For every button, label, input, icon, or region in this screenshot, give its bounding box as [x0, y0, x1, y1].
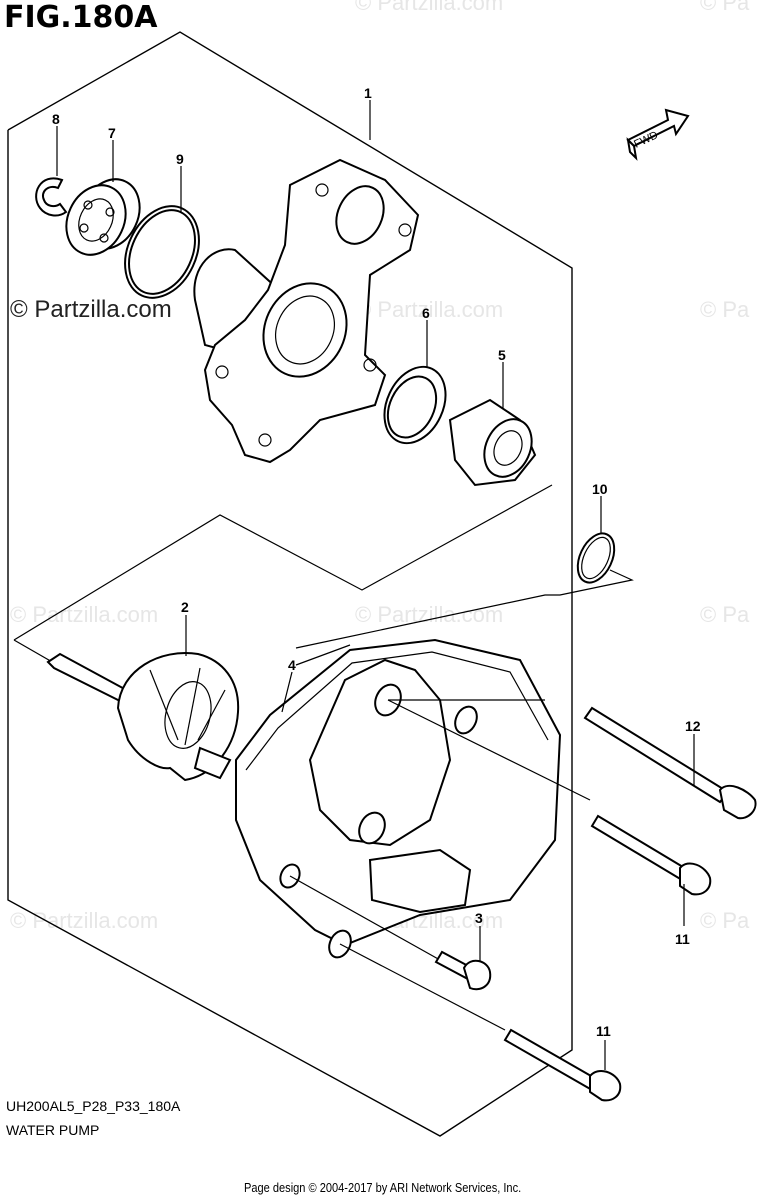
watermark-top-right: © Pa — [700, 0, 750, 15]
fwd-arrow-icon: FWD — [626, 108, 690, 161]
callout-12: 12 — [685, 718, 701, 734]
callout-7: 7 — [108, 125, 116, 141]
callout-2: 2 — [181, 599, 189, 615]
watermark-mid-center: © Partzilla.com — [355, 297, 504, 322]
oil-seal-part-6[interactable] — [373, 357, 458, 453]
bolt-part-11-upper[interactable] — [590, 814, 712, 896]
callout-3: 3 — [475, 910, 483, 926]
callout-10: 10 — [592, 481, 608, 497]
o-ring-part-9[interactable] — [111, 194, 213, 310]
fwd-label: FWD — [632, 129, 660, 150]
callout-9: 9 — [176, 151, 184, 167]
watermark-row2-right: © Pa — [700, 602, 750, 627]
pump-body-part-1[interactable] — [193, 158, 420, 464]
callout-6: 6 — [422, 305, 430, 321]
watermark-row2-left: © Partzilla.com — [10, 602, 159, 627]
mechanical-seal-part-5[interactable] — [448, 398, 541, 487]
pump-cover-part-4[interactable] — [235, 638, 562, 961]
guide-bolt-11b — [339, 943, 506, 1031]
watermark-row2-center: © Partzilla.com — [355, 602, 504, 627]
guide-bolt-11a — [387, 699, 591, 801]
watermark-top-center: © Partzilla.com — [355, 0, 504, 15]
impeller-part-2[interactable] — [46, 652, 240, 782]
figure-title: FIG.180A — [4, 0, 158, 35]
watermark-row3-right: © Pa — [700, 908, 750, 933]
o-ring-part-10[interactable] — [571, 528, 622, 589]
bearing-part-7[interactable] — [55, 170, 150, 265]
guide-ring — [295, 569, 634, 649]
assembly-outline — [7, 31, 573, 1137]
watermark-mid-right: © Pa — [700, 297, 750, 322]
leader-4 — [281, 671, 293, 713]
callout-5: 5 — [498, 347, 506, 363]
callout-11-lower: 11 — [596, 1023, 611, 1039]
callout-11-upper: 11 — [675, 931, 690, 947]
bolt-part-11-lower[interactable] — [503, 1028, 622, 1102]
page-credit: Page design © 2004-2017 by ARI Network S… — [244, 1180, 522, 1195]
screw-part-3[interactable] — [434, 950, 492, 991]
guide-upper — [13, 484, 553, 641]
callout-1: 1 — [364, 85, 372, 101]
watermark-row3-left: © Partzilla.com — [10, 908, 159, 933]
guide-housing — [295, 644, 351, 666]
model-code: UH200AL5_P28_P33_180A — [6, 1098, 181, 1114]
bolt-part-12[interactable] — [583, 706, 757, 820]
watermark-left-dark: © Partzilla.com — [10, 296, 172, 323]
guide-bolt-3 — [289, 875, 441, 961]
callout-8: 8 — [52, 111, 60, 127]
diagram-name: WATER PUMP — [6, 1122, 100, 1138]
circlip-part-8[interactable] — [35, 177, 68, 217]
callout-4: 4 — [288, 657, 296, 673]
